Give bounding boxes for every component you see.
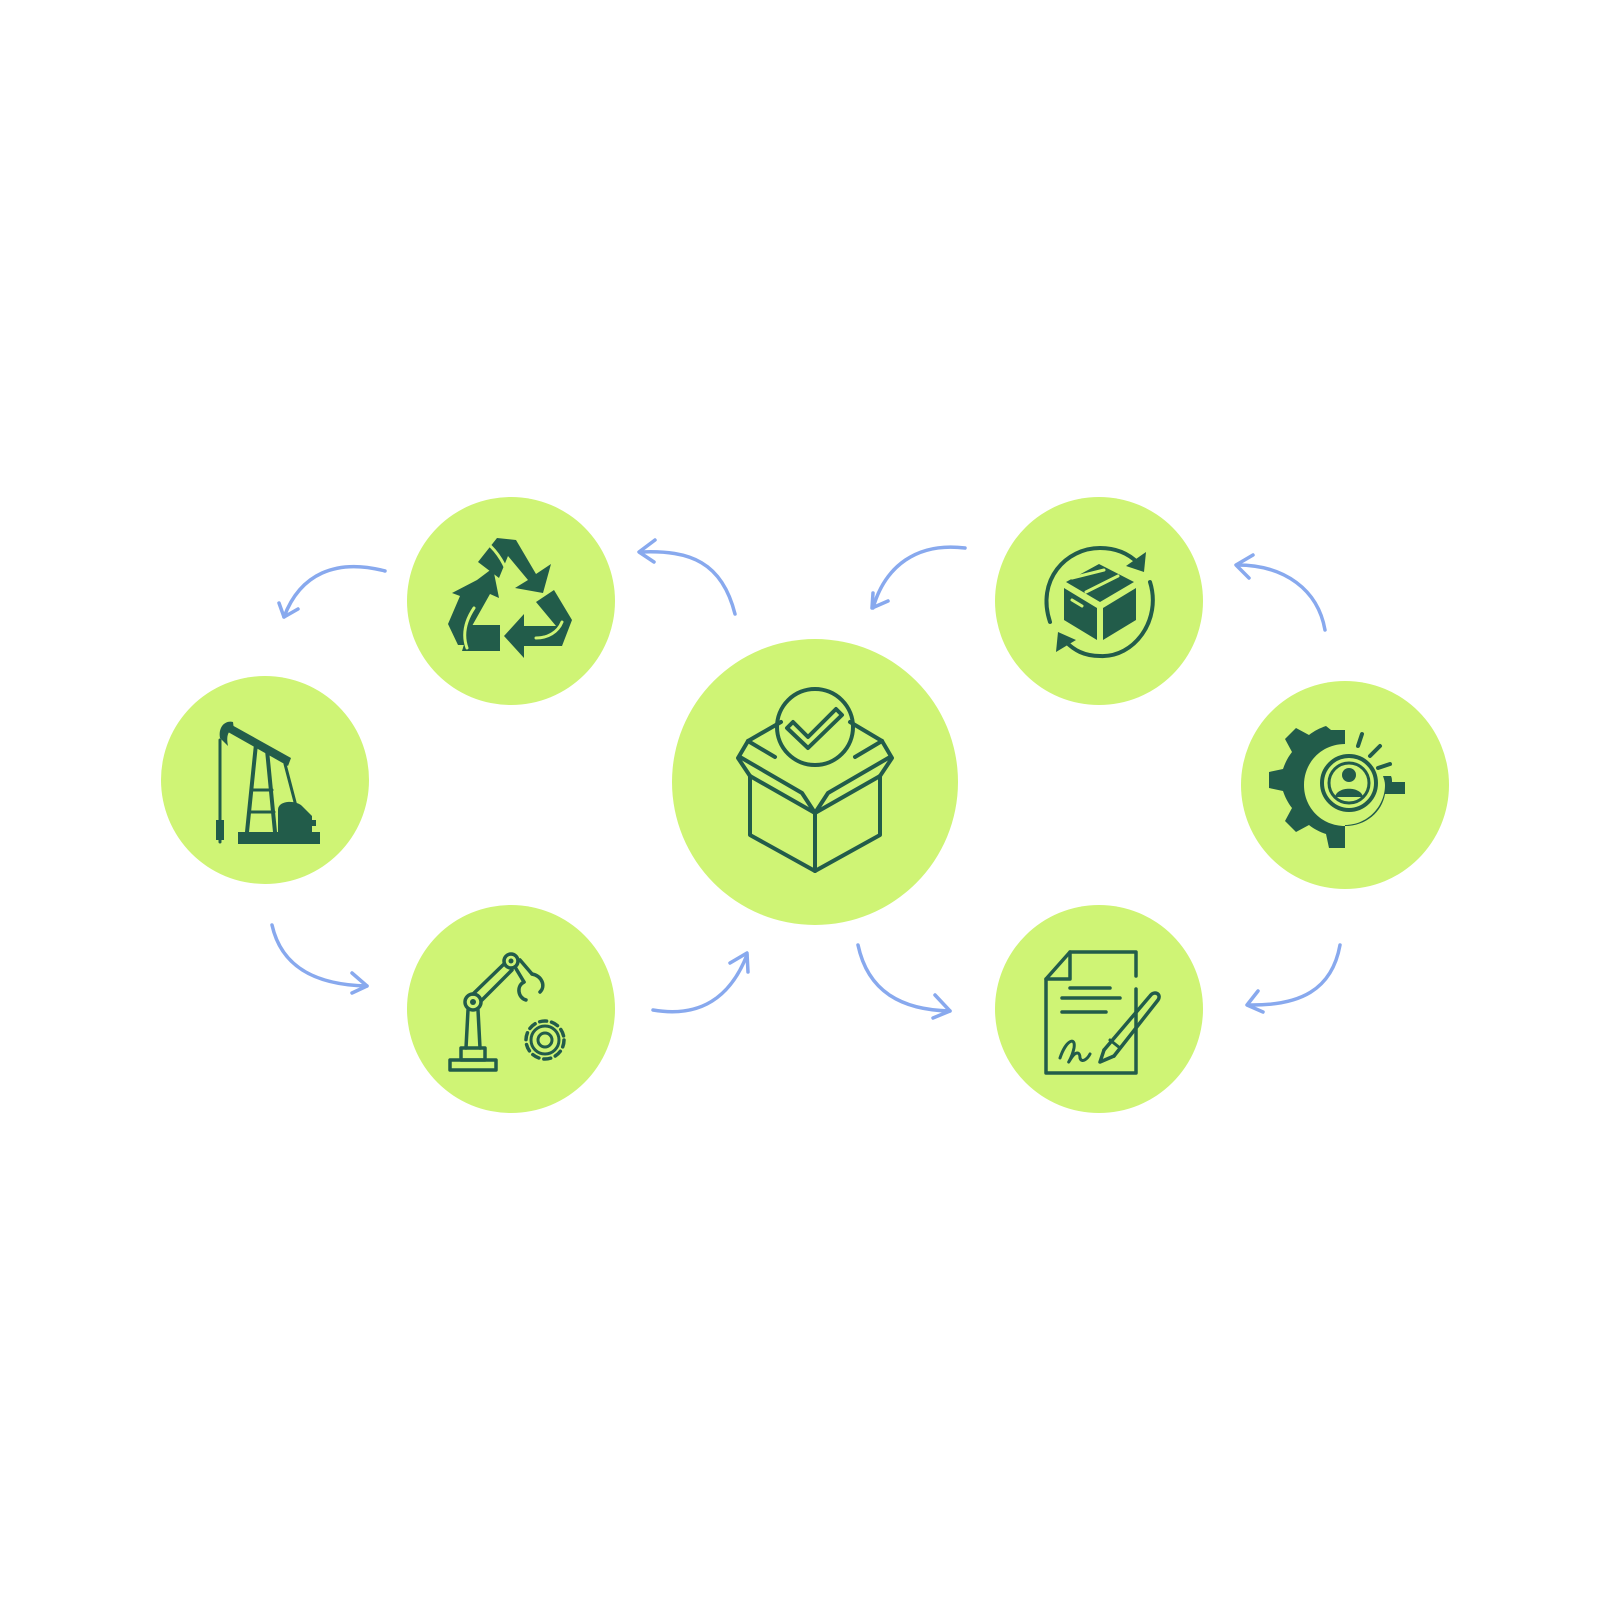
arrow-contract-to-consumer xyxy=(1245,943,1342,1014)
recycle-icon xyxy=(448,538,572,658)
node-recycle xyxy=(407,497,615,705)
arrow-extraction-to-manufacturing xyxy=(270,923,369,995)
node-circle xyxy=(672,639,958,925)
arrow-center-to-contract xyxy=(856,943,952,1020)
node-circle xyxy=(407,497,615,705)
arrow-distribution-to-center xyxy=(870,545,967,610)
node-circle xyxy=(995,905,1203,1113)
gear-icon xyxy=(524,1019,566,1061)
node-extraction xyxy=(161,676,369,884)
box-check-icon xyxy=(736,687,894,873)
arrow-recycle-to-extraction xyxy=(277,564,387,619)
node-manufacturing xyxy=(407,905,615,1113)
node-center xyxy=(672,639,958,925)
node-contract xyxy=(995,905,1203,1113)
gear-user-icon xyxy=(1269,726,1405,848)
arrow-center-to-recycle xyxy=(637,538,737,616)
signed-document-icon xyxy=(1044,950,1161,1075)
oil-pump-icon xyxy=(216,721,320,844)
arrow-consumer-to-distribution xyxy=(1234,553,1327,632)
arrow-manufacturing-to-center xyxy=(651,951,750,1014)
node-circle xyxy=(161,676,369,884)
robot-arm-gear-icon xyxy=(448,952,566,1072)
box-cycle-icon xyxy=(1044,546,1155,659)
node-circle xyxy=(407,905,615,1113)
node-consumer xyxy=(1241,681,1449,889)
node-distribution xyxy=(995,497,1203,705)
